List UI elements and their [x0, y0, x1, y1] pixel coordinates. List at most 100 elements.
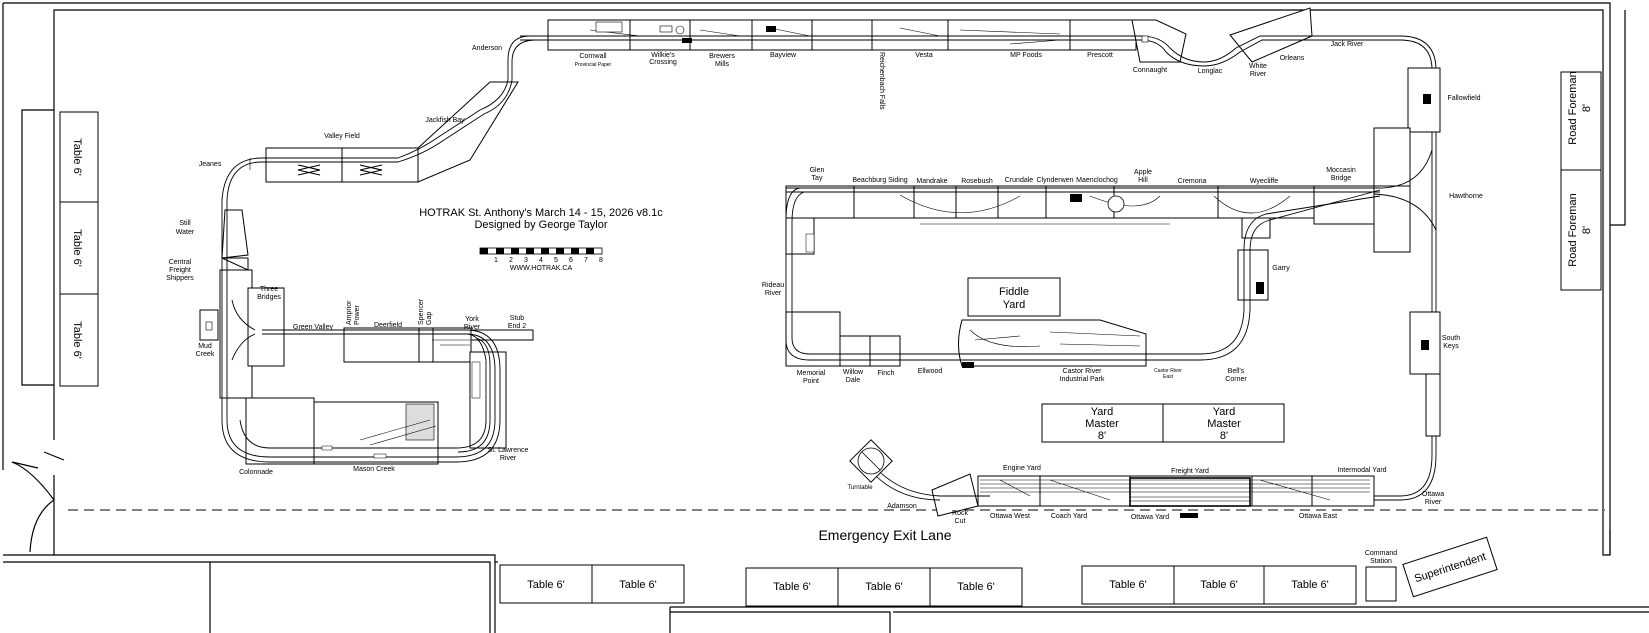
tables-yard_master-0: Yard — [1091, 406, 1113, 418]
stations-castor-1: Industrial Park — [1060, 376, 1105, 383]
stations-rosebush: Rosebush — [961, 178, 993, 185]
title-block: HOTRAK St. Anthony's March 14 - 15, 2026… — [419, 207, 663, 272]
stations-memorial-1: Point — [803, 378, 819, 385]
stations-wilkes-1: Crossing — [649, 59, 677, 66]
stations-moccasin-0: Moccasin — [1326, 167, 1356, 174]
stations-jeanes: Jeanes — [199, 161, 222, 168]
stations-adamson: Adamson — [887, 503, 917, 510]
left-layout — [199, 35, 537, 465]
title-scale_ticks-1: 2 — [509, 257, 513, 264]
stations-mandrake: Mandrake — [916, 178, 947, 185]
stations-bayview: Bayview — [770, 52, 797, 59]
stations-ottawa_west: Ottawa West — [990, 513, 1030, 520]
stations-rock_cut-1: Cut — [955, 518, 966, 525]
road-foreman-tables: Road Foreman 8' Road Foreman 8' — [1560, 71, 1602, 291]
tables-road_foreman-1: 8' — [1581, 104, 1593, 112]
stations-still_water-1: Water — [176, 229, 195, 236]
stations-memorial-0: Memorial — [797, 370, 826, 377]
stations-connaught: Connaught — [1133, 67, 1167, 74]
stations-central_freight-0: Central — [169, 259, 192, 266]
tables-yard_master-1: Master — [1085, 418, 1119, 430]
stations-orleans: Orleans — [1280, 55, 1305, 62]
title-scale_ticks-0: 1 — [494, 257, 498, 264]
top-labels: Cornwall Provincial Paper Wilkie's Cross… — [575, 41, 1364, 110]
stations-bells-1: Corner — [1225, 376, 1247, 383]
bottom-table-1: Table 6' — [527, 579, 565, 591]
stations-cremona: Cremona — [1178, 178, 1207, 185]
stations-amprior_power-0: Amprior — [346, 300, 353, 325]
stations-mason_creek: Mason Creek — [353, 466, 395, 473]
stations-apple_hill-0: Apple — [1134, 169, 1152, 176]
bottom-table-2: Table 6' — [619, 579, 657, 591]
tables-yard_master-0: Yard — [1213, 406, 1235, 418]
stations-anderson: Anderson — [472, 45, 502, 52]
stations-coach_yard: Coach Yard — [1051, 513, 1087, 520]
tables-road_foreman-1: 8' — [1581, 226, 1593, 234]
stations-engine_yard: Engine Yard — [1003, 465, 1041, 472]
stations-white_river-0: White — [1249, 63, 1267, 70]
stations-central_freight-1: Freight — [169, 267, 191, 274]
stations-white_river-1: River — [1250, 71, 1267, 78]
bottom-tables: Table 6' Table 6' Table 6' Table 6' Tabl… — [499, 564, 1357, 607]
stations-provincial_paper: Provincial Paper — [575, 62, 612, 68]
center-loop — [785, 185, 1381, 368]
superintendent-table: Superintendent — [1402, 536, 1498, 598]
title-scale_ticks-6: 7 — [584, 257, 588, 264]
stations-ottawa_yard: Ottawa Yard — [1131, 514, 1169, 521]
title-scale_ticks-2: 3 — [524, 257, 528, 264]
stations-colonnade: Colonnade — [239, 469, 273, 476]
stations-brewers-1: Mills — [715, 61, 729, 68]
stations-york_river-0: York — [465, 316, 479, 323]
stations-freight_yard: Freight Yard — [1171, 468, 1209, 475]
yard-master-tables: Yard Master 8' Yard Master 8' — [1041, 403, 1285, 443]
stations-mud_creek-0: Mud — [198, 343, 212, 350]
stations-amprior_power-1: Power — [354, 304, 361, 325]
title-scale_ticks-5: 6 — [569, 257, 573, 264]
stations-st_lawrence-0: St. Lawrence — [488, 447, 529, 454]
stations-mp_foods: MP Foods — [1010, 52, 1042, 59]
bottom-labels: Intermodal Yard Freight Yard Engine Yard… — [847, 465, 1386, 525]
stations-hawthorne: Hawthorne — [1449, 193, 1483, 200]
tables-yard_master-2: 8' — [1220, 430, 1228, 442]
layout-title: HOTRAK St. Anthony's March 14 - 15, 2026… — [419, 207, 663, 219]
stations-valley_field: Valley Field — [324, 133, 360, 140]
stations-moccasin-1: Bridge — [1331, 175, 1351, 182]
stations-crundale: Crundale — [1005, 177, 1034, 184]
stations-rock_cut-0: Rock — [952, 510, 968, 517]
exit-lane-label: Emergency Exit Lane — [818, 527, 951, 543]
top-line — [520, 7, 1437, 501]
stations-longlac: Longlac — [1198, 68, 1223, 75]
stations-cornwall: Cornwall — [579, 53, 607, 60]
mason-creek-detail — [320, 403, 437, 459]
stations-willow-1: Dale — [846, 377, 861, 384]
tables-yard_master-2: 8' — [1098, 430, 1106, 442]
stations-ottawa_river-1: River — [1425, 499, 1442, 506]
tables-road_foreman-0: Road Foreman — [1567, 71, 1579, 144]
left-table-1: Table 6' — [71, 138, 83, 176]
stations-ottawa_east: Ottawa East — [1299, 513, 1337, 520]
stations-ottawa_river-0: Ottawa — [1422, 491, 1444, 498]
fiddle-yard-table: Fiddle Yard — [967, 277, 1061, 317]
left-labels: Anderson Jackfish Bay Valley Field Jeane… — [166, 45, 528, 476]
stations-mud_creek-1: Creek — [196, 351, 215, 358]
bottom-yards — [849, 439, 1375, 518]
stations-willow-0: Willow — [843, 369, 864, 376]
stations-glen_tay-1: Tay — [812, 175, 823, 182]
center-labels: Glen Tay Beachburg Siding Mandrake Roseb… — [762, 167, 1356, 385]
stations-three_bridges-0: Three — [260, 286, 278, 293]
stations-wilkes-0: Wilkie's — [651, 52, 675, 59]
bottom-table-3: Table 6' — [773, 581, 811, 593]
turntable — [849, 439, 893, 483]
left-table-3: Table 6' — [71, 321, 83, 359]
stations-castor_east-1: East — [1163, 374, 1174, 380]
stations-still_water-0: Still — [179, 220, 191, 227]
title-scale_ticks-4: 5 — [554, 257, 558, 264]
tables-yard_master-1: Master — [1207, 418, 1241, 430]
website-url: WWW.HOTRAK.CA — [510, 265, 573, 272]
stations-intermodal_yard: Intermodal Yard — [1337, 467, 1386, 474]
stations-ellwood: Ellwood — [918, 368, 943, 375]
stations-garry: Garry — [1272, 265, 1290, 272]
stations-three_bridges-1: Bridges — [257, 294, 281, 301]
